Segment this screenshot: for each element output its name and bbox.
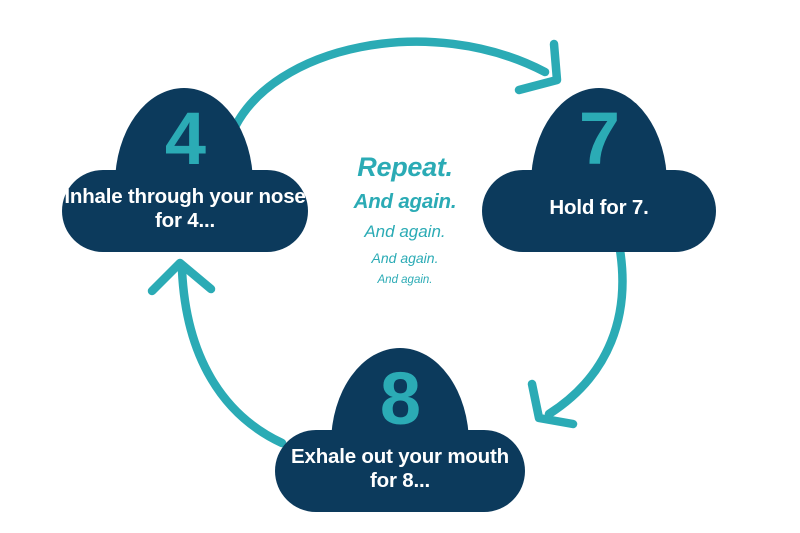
step-number-hold: 7 bbox=[578, 97, 620, 180]
repeat-echo-line-1: And again. bbox=[353, 190, 457, 213]
repeat-title: Repeat. bbox=[357, 152, 453, 182]
repeat-echo-line-4: And again. bbox=[377, 274, 433, 286]
arrow-inhale-to-hold bbox=[228, 37, 562, 136]
step-number-inhale: 4 bbox=[164, 97, 206, 180]
step-cloud-inhale: 4 Inhale through your nose for 4... bbox=[62, 88, 308, 252]
repeat-echo-line-2: And again. bbox=[364, 222, 446, 241]
step-label-hold: Hold for 7. bbox=[549, 196, 649, 219]
step-cloud-exhale: 8 Exhale out your mouth for 8... bbox=[275, 348, 525, 512]
cloud-body-exhale bbox=[275, 430, 525, 512]
arrow-exhale-to-inhale bbox=[147, 258, 287, 448]
step-cloud-hold: 7 Hold for 7. bbox=[482, 88, 716, 252]
arrow-hold-to-exhale bbox=[527, 245, 627, 429]
step-label-exhale: Exhale out your mouth for 8... bbox=[291, 445, 509, 492]
cloud-body-hold bbox=[482, 170, 716, 252]
step-label-inhale: Inhale through your nose for 4... bbox=[64, 185, 306, 232]
step-number-exhale: 8 bbox=[379, 357, 421, 440]
repeat-echo-line-3: And again. bbox=[371, 250, 439, 266]
repeat-text-stack: Repeat. And again. And again. And again.… bbox=[320, 152, 490, 286]
cloud-body-inhale bbox=[62, 170, 308, 252]
